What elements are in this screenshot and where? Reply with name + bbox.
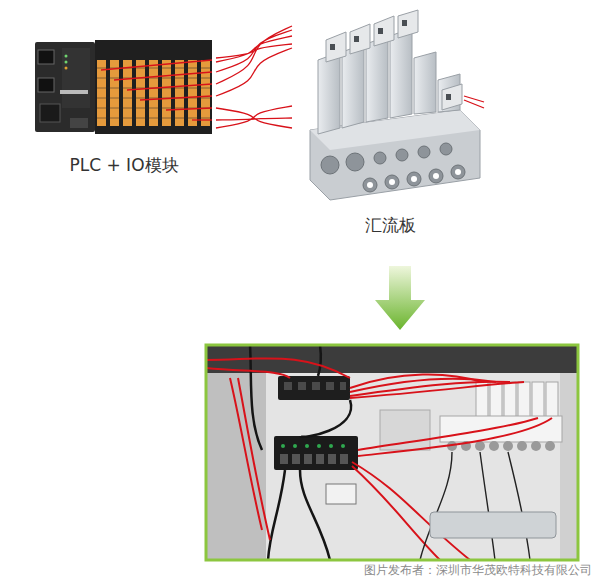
plc-io-module: PLC + IO模块: [32, 36, 216, 180]
component-caption: PLC + IO模块: [66, 155, 181, 176]
valve-manifold: 汇流板: [292, 8, 488, 240]
plc-illustration: [35, 40, 212, 134]
manifold-illustration: [310, 10, 484, 200]
watermark: 图片发布者：深圳市华茂欧特科技有限公司: [364, 563, 592, 577]
component-caption: 汇流板: [362, 215, 419, 236]
signal-wires: [216, 26, 292, 128]
cabinet-photo: [206, 345, 578, 560]
down-arrow: [375, 266, 425, 330]
